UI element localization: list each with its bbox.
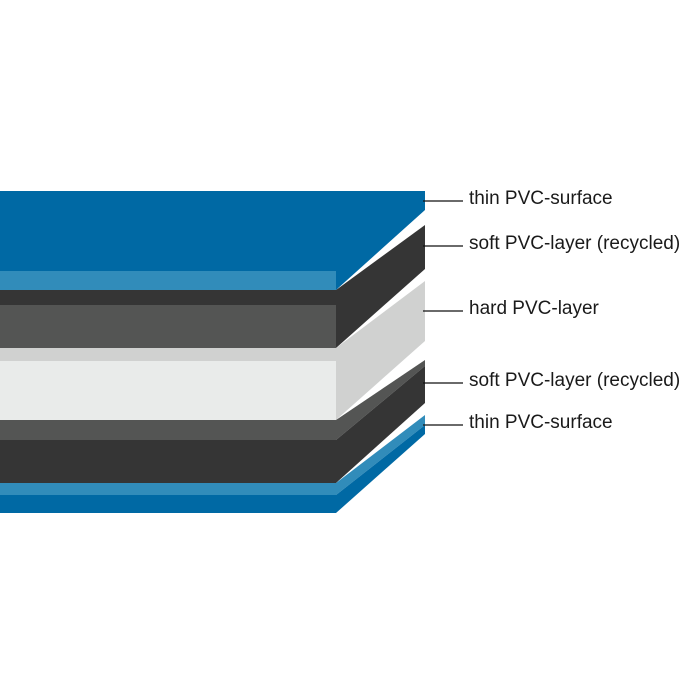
label-bottom-surface: thin PVC-surface: [469, 412, 613, 433]
layer-bottom-surface: [0, 415, 425, 513]
layer-soft-lower: [0, 360, 425, 483]
label-hard: hard PVC-layer: [469, 298, 599, 319]
layer-top-surface: [0, 191, 425, 290]
layer-soft-upper: [0, 225, 425, 348]
layer-hard: [0, 281, 425, 420]
label-top-surface: thin PVC-surface: [469, 188, 613, 209]
label-soft-lower: soft PVC-layer (recycled): [469, 370, 681, 391]
label-soft-upper: soft PVC-layer (recycled): [469, 233, 681, 254]
